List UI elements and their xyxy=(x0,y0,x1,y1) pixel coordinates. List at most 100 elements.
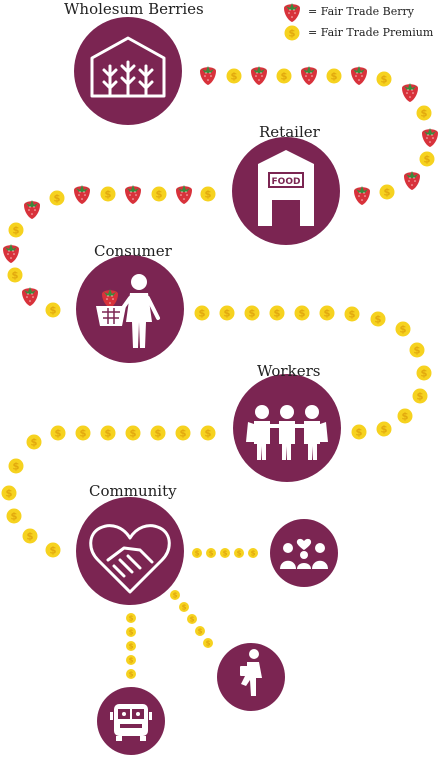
consumer-label: Consumer xyxy=(94,242,172,260)
legend xyxy=(284,3,300,41)
berry-icon xyxy=(24,200,40,219)
coin-icon xyxy=(219,305,235,321)
legend-coin-label: = Fair Trade Premium xyxy=(308,26,434,39)
farm-node xyxy=(74,17,182,125)
path-community-to-family xyxy=(192,548,258,558)
coin-icon xyxy=(150,425,166,441)
berry-icon xyxy=(3,244,19,263)
coin-icon xyxy=(409,342,425,358)
workers-icon xyxy=(246,405,328,460)
coin-icon xyxy=(226,68,242,84)
berry-icon xyxy=(422,128,438,147)
legend-coin-icon xyxy=(284,25,300,41)
coin-icon xyxy=(6,508,22,524)
coin-icon xyxy=(194,305,210,321)
coin-icon xyxy=(170,590,180,600)
berry-icon xyxy=(74,185,90,204)
coin-icon xyxy=(125,425,141,441)
coin-icon xyxy=(419,151,435,167)
coin-icon xyxy=(351,424,367,440)
coin-icon xyxy=(319,305,335,321)
coin-icon xyxy=(244,305,260,321)
coin-icon xyxy=(126,655,136,665)
coin-icon xyxy=(200,425,216,441)
coin-icon xyxy=(75,425,91,441)
coin-icon xyxy=(412,388,428,404)
shopper-icon xyxy=(96,274,160,348)
coin-icon xyxy=(187,614,197,624)
berry-icon xyxy=(200,66,216,85)
retailer-label: Retailer xyxy=(259,123,320,141)
coin-icon xyxy=(45,302,61,318)
retailer-node: FOOD xyxy=(232,137,340,245)
coin-icon xyxy=(1,485,17,501)
coin-icon xyxy=(416,105,432,121)
coin-icon xyxy=(45,542,61,558)
coin-icon xyxy=(294,305,310,321)
coin-icon xyxy=(379,184,395,200)
coin-icon xyxy=(248,548,258,558)
coin-icon xyxy=(220,548,230,558)
berry-icon xyxy=(22,287,38,306)
coin-icon xyxy=(203,638,213,648)
store-sign: FOOD xyxy=(272,177,301,187)
berry-icon xyxy=(301,66,317,85)
path-community-to-transport xyxy=(126,613,136,679)
coin-icon xyxy=(22,528,38,544)
student-icon xyxy=(240,649,262,696)
legend-berry-icon xyxy=(284,3,300,22)
coin-icon xyxy=(234,548,244,558)
coin-icon xyxy=(179,602,189,612)
coin-icon xyxy=(151,186,167,202)
berry-icon xyxy=(176,185,192,204)
coin-icon xyxy=(276,68,292,84)
store-icon: FOOD xyxy=(258,150,314,226)
family-node xyxy=(270,519,338,587)
coin-icon xyxy=(175,425,191,441)
coin-icon xyxy=(370,311,386,327)
coin-icon xyxy=(26,434,42,450)
school-bus-icon xyxy=(110,704,152,741)
workers-label: Workers xyxy=(257,362,321,380)
coin-icon xyxy=(416,365,432,381)
coin-icon xyxy=(326,68,342,84)
farm-label: Wholesum Berries xyxy=(64,0,204,18)
berry-icon xyxy=(351,66,367,85)
coin-icon xyxy=(397,408,413,424)
coin-icon xyxy=(126,613,136,623)
greenhouse-icon xyxy=(90,36,166,98)
coin-icon xyxy=(50,425,66,441)
family-icon xyxy=(280,538,328,569)
berry-icon xyxy=(125,185,141,204)
coin-icon xyxy=(206,548,216,558)
coin-icon xyxy=(7,267,23,283)
coin-icon xyxy=(49,190,65,206)
coin-icon xyxy=(8,222,24,238)
coin-icon xyxy=(100,425,116,441)
coin-icon xyxy=(192,548,202,558)
path-community-to-education xyxy=(170,590,213,648)
coin-icon xyxy=(8,458,24,474)
berry-icon xyxy=(251,66,267,85)
coin-icon xyxy=(126,669,136,679)
legend-berry-label: = Fair Trade Berry xyxy=(308,5,414,18)
workers-node xyxy=(233,374,341,482)
education-node xyxy=(217,643,285,711)
berry-icon xyxy=(402,83,418,102)
consumer-node xyxy=(76,255,184,363)
coin-icon xyxy=(126,641,136,651)
coin-icon xyxy=(200,186,216,202)
berry-icon xyxy=(354,186,370,205)
coin-icon xyxy=(376,71,392,87)
coin-icon xyxy=(100,186,116,202)
coin-icon xyxy=(344,306,360,322)
coin-icon xyxy=(376,421,392,437)
transport-node xyxy=(97,687,165,755)
coin-icon xyxy=(126,627,136,637)
berry-icon xyxy=(404,171,420,190)
coin-icon xyxy=(195,626,205,636)
community-label: Community xyxy=(89,482,177,500)
community-node xyxy=(76,497,184,605)
handshake-heart-icon xyxy=(89,524,171,594)
